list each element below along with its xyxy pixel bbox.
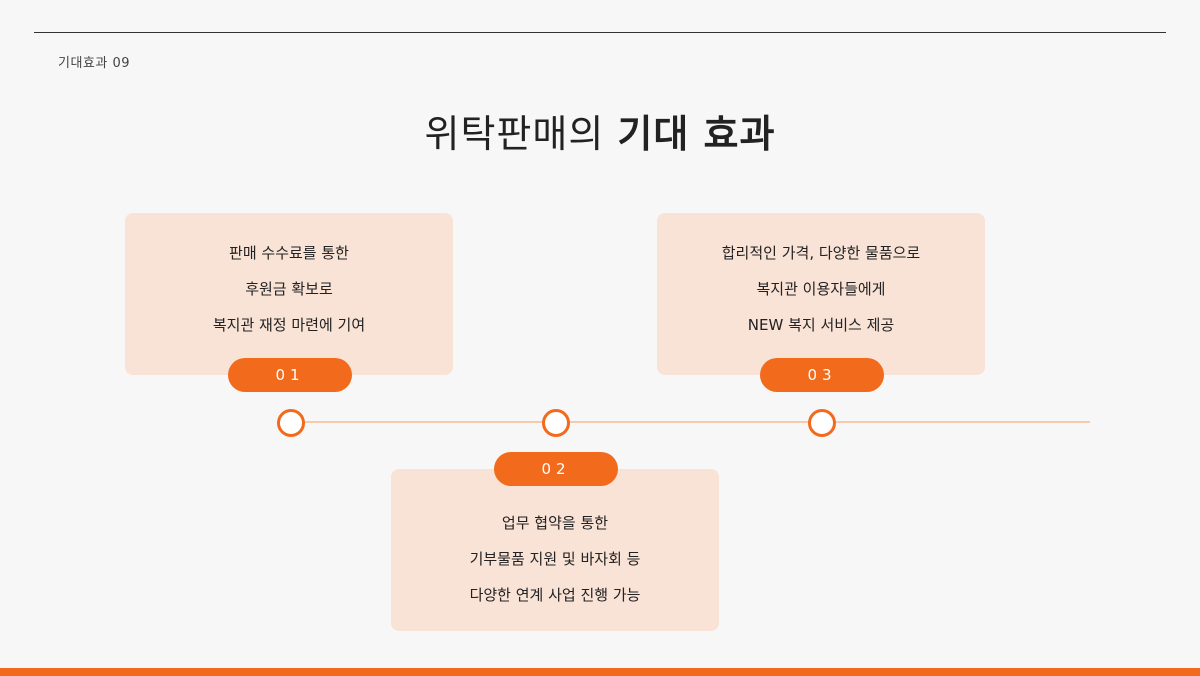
bottom-accent-bar [0, 668, 1200, 676]
timeline-dot-03 [808, 409, 836, 437]
page-title: 위탁판매의 기대 효과 [0, 103, 1200, 158]
card-line: 다양한 연계 사업 진행 가능 [469, 586, 641, 604]
timeline-line [290, 421, 1090, 423]
section-label: 기대효과 09 [58, 56, 131, 71]
step-badge-02: 02 [494, 452, 618, 486]
card-line: 복지관 재정 마련에 기여 [212, 316, 366, 334]
card-line: 업무 협약을 통한 [501, 514, 609, 532]
card-line: NEW 복지 서비스 제공 [747, 316, 895, 334]
timeline-dot-02 [542, 409, 570, 437]
step-badge-01: 01 [228, 358, 352, 392]
benefit-card-03: 합리적인 가격, 다양한 물품으로 복지관 이용자들에게 NEW 복지 서비스 … [657, 213, 985, 375]
page-title-bold: 기대 효과 [617, 112, 776, 156]
card-line: 합리적인 가격, 다양한 물품으로 [721, 244, 921, 262]
card-line: 복지관 이용자들에게 [756, 280, 886, 298]
card-line: 후원금 확보로 [245, 280, 333, 298]
card-line: 판매 수수료를 통한 [229, 244, 349, 262]
benefit-card-01: 판매 수수료를 통한 후원금 확보로 복지관 재정 마련에 기여 [125, 213, 453, 375]
page-title-light: 위탁판매의 [424, 112, 618, 156]
card-line: 기부물품 지원 및 바자회 등 [469, 550, 641, 568]
benefit-card-02: 업무 협약을 통한 기부물품 지원 및 바자회 등 다양한 연계 사업 진행 가… [391, 469, 719, 631]
top-divider [34, 32, 1166, 33]
timeline-dot-01 [277, 409, 305, 437]
step-badge-03: 03 [760, 358, 884, 392]
